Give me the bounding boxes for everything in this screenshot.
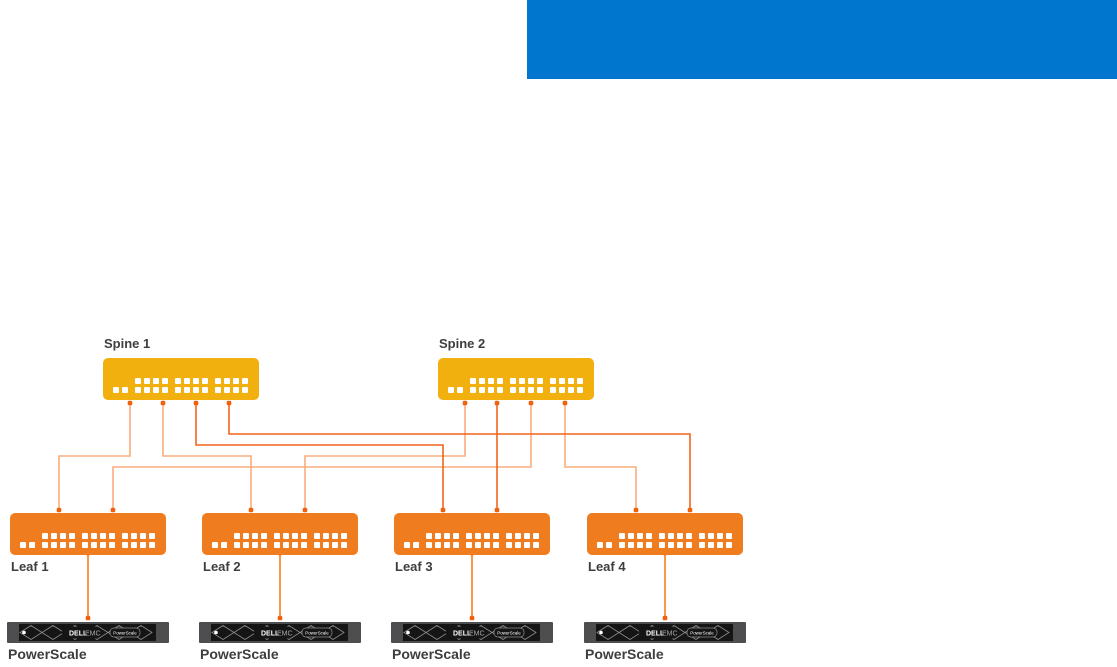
wire-spine1-to-leaf2 [162,403,252,510]
port-dot [56,507,62,513]
spine-1-ports [113,378,248,393]
port-dot [440,507,446,513]
port-dot [110,507,116,513]
powerscale-badge: PowerScale [497,631,521,636]
leaf-3-box [394,513,550,555]
powerscale-label-4: PowerScale [585,646,664,662]
emc-logo: EMC [469,631,485,638]
power-led-icon [406,630,410,635]
spine-1-box [103,358,259,400]
powerscale-badge: PowerScale [305,631,329,636]
spine-2-label: Spine 2 [439,336,486,351]
leaf-2-box [202,513,358,555]
spine-2-ports [448,378,583,393]
powerscale-badge: PowerScale [113,631,137,636]
power-led-icon [214,630,218,635]
dell-logo: DELL [453,631,472,638]
powerscale-chassis-3: DELL EMC PowerScale [391,622,553,643]
leaf-1-ports [20,533,155,548]
dell-logo: DELL [69,631,88,638]
powerscale-node-2: DELL EMC PowerScale PowerScale [199,622,361,662]
dell-logo: DELL [261,631,280,638]
power-led-icon [22,630,26,635]
leaf-4-label: Leaf 4 [588,559,626,574]
port-dot [160,400,166,406]
port-dot [469,615,475,621]
powerscale-label-3: PowerScale [392,646,471,662]
dell-logo: DELL [646,631,665,638]
leaf-4-box [587,513,743,555]
header-banner [527,0,1117,79]
wire-spine1-to-leaf1 [58,403,131,510]
spine-2-box [438,358,594,400]
powerscale-node-4: DELL EMC PowerScale PowerScale [584,622,746,662]
powerscale-node-3: DELL EMC PowerScale PowerScale [391,622,553,662]
port-dot [633,507,639,513]
port-dot [248,507,254,513]
emc-logo: EMC [662,631,678,638]
spine-1-label: Spine 1 [104,336,151,351]
port-dot [662,615,668,621]
port-dot [302,507,308,513]
powerscale-label-1: PowerScale [8,646,87,662]
leaf-3-ports [404,533,539,548]
port-dot [277,615,283,621]
wire-spine1-to-leaf4 [228,403,691,510]
leaf-3-label: Leaf 3 [395,559,433,574]
port-dot [85,615,91,621]
powerscale-chassis-4: DELL EMC PowerScale [584,622,746,643]
wire-spine2-to-leaf2 [304,403,466,510]
wire-spine2-to-leaf4 [564,403,637,510]
port-dot [687,507,693,513]
powerscale-chassis-2: DELL EMC PowerScale [199,622,361,643]
port-dot [494,400,500,406]
leaf-4-ports [597,533,732,548]
leaf-2-ports [212,533,347,548]
leaf-1-label: Leaf 1 [11,559,49,574]
powerscale-chassis-1: DELL EMC PowerScale [7,622,169,643]
leaf-2-label: Leaf 2 [203,559,241,574]
power-led-icon [599,630,603,635]
emc-logo: EMC [277,631,293,638]
port-dot [562,400,568,406]
wire-spine1-to-leaf3 [195,403,444,510]
powerscale-label-2: PowerScale [200,646,279,662]
powerscale-node-1: DELL EMC PowerScale PowerScale [7,622,169,662]
leaf-1-box [10,513,166,555]
port-dot [127,400,133,406]
port-dot [226,400,232,406]
port-dot [193,400,199,406]
port-dot [528,400,534,406]
powerscale-badge: PowerScale [690,631,714,636]
port-dot [494,507,500,513]
wire-spine2-to-leaf1 [112,403,532,510]
port-dot [462,400,468,406]
emc-logo: EMC [85,631,101,638]
